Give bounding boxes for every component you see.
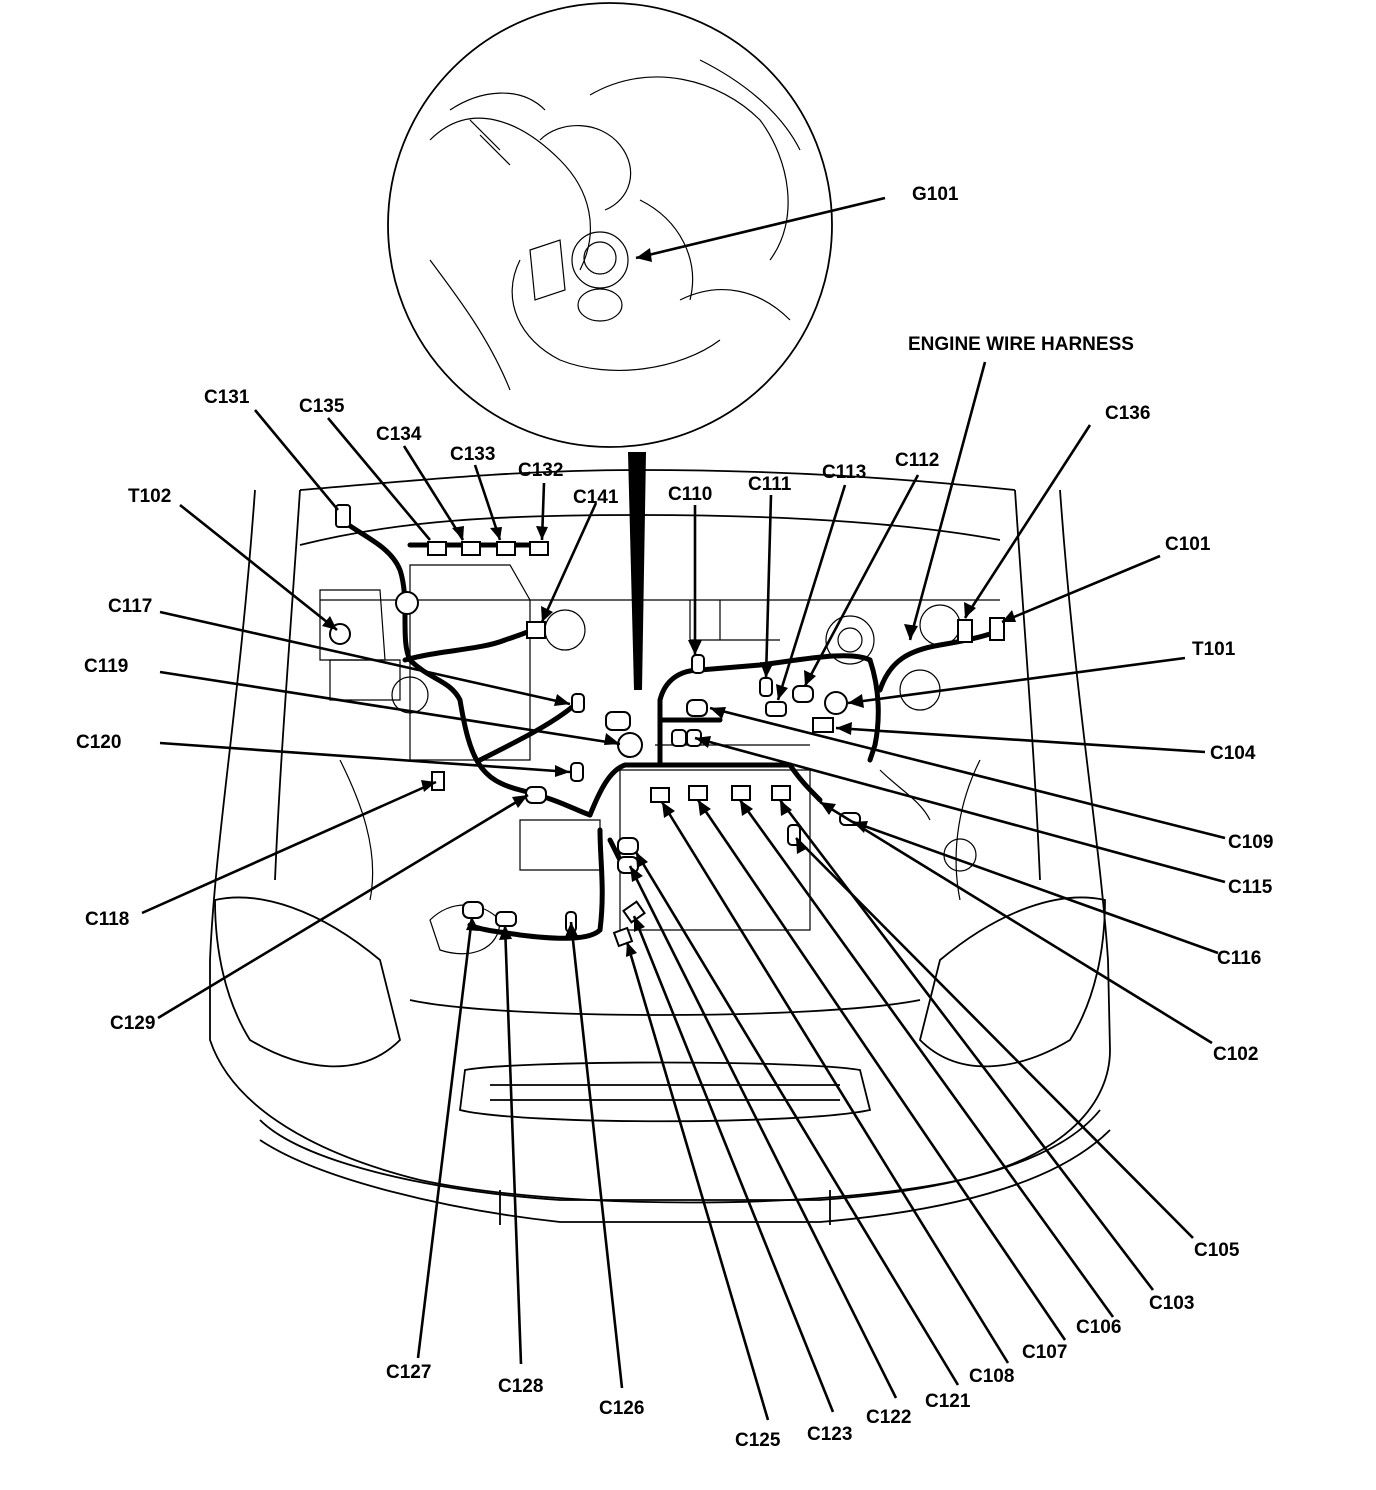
label-engine-wire-harness: ENGINE WIRE HARNESS	[908, 334, 1134, 355]
label-c133: C133	[450, 444, 495, 465]
label-c104: C104	[1210, 743, 1256, 764]
label-c135: C135	[299, 396, 345, 417]
label-c125: C125	[735, 1430, 781, 1451]
label-c134: C134	[376, 424, 422, 445]
label-c117: C117	[108, 596, 152, 617]
leader-lines	[141, 196, 1226, 1421]
label-c112: C112	[895, 450, 939, 471]
label-c119: C119	[84, 656, 128, 677]
label-c107: C107	[1022, 1342, 1067, 1363]
label-c123: C123	[807, 1424, 852, 1445]
ground-detail-inset	[387, 2, 833, 448]
label-c109: C109	[1228, 832, 1273, 853]
label-c113: C113	[822, 462, 866, 483]
label-c106: C106	[1076, 1317, 1121, 1338]
label-c131: C131	[204, 387, 250, 408]
label-c101: C101	[1165, 534, 1211, 555]
callout-labels: ENGINE WIRE HARNESS G101 C131 C135 C134 …	[76, 184, 1273, 1451]
car-body-outline	[209, 469, 1111, 1225]
label-c128: C128	[498, 1376, 543, 1397]
label-c111: C111	[748, 474, 792, 495]
label-c102: C102	[1213, 1044, 1258, 1065]
connectors	[329, 504, 1005, 948]
label-c110: C110	[668, 484, 712, 505]
label-g101: G101	[912, 184, 959, 205]
label-t101: T101	[1192, 639, 1236, 660]
label-c127: C127	[386, 1362, 431, 1383]
label-c103: C103	[1149, 1293, 1194, 1314]
label-c136: C136	[1105, 403, 1150, 424]
label-c115: C115	[1228, 877, 1273, 898]
label-c132: C132	[518, 460, 563, 481]
arrowheads	[322, 248, 1016, 957]
label-c105: C105	[1194, 1240, 1240, 1261]
label-c129: C129	[110, 1013, 155, 1034]
harness-stem	[628, 452, 646, 690]
label-c120: C120	[76, 732, 121, 753]
label-c126: C126	[599, 1398, 644, 1419]
engine-wire-harness	[339, 517, 1003, 941]
label-c118: C118	[85, 909, 129, 930]
label-c116: C116	[1217, 948, 1261, 969]
label-c121: C121	[925, 1391, 971, 1412]
label-c122: C122	[866, 1407, 911, 1428]
label-c108: C108	[969, 1366, 1014, 1387]
label-c141: C141	[573, 487, 619, 508]
label-t102: T102	[128, 486, 171, 507]
